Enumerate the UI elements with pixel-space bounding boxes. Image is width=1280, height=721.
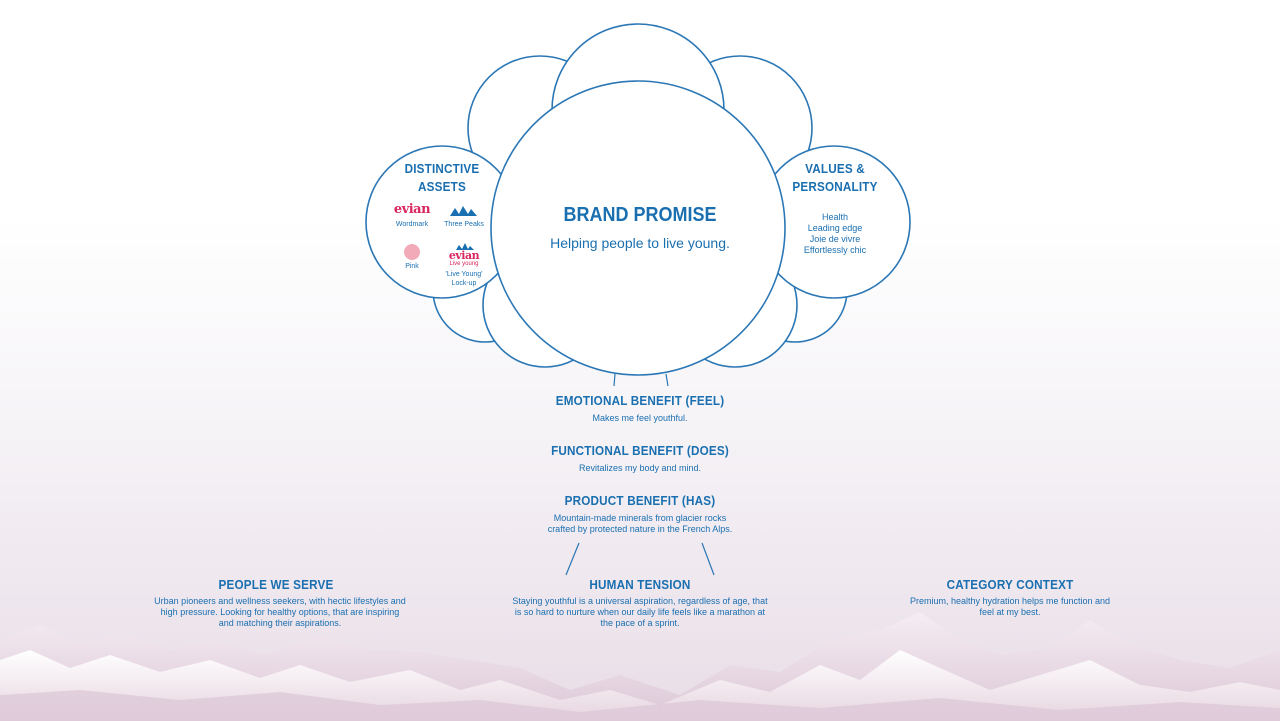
- brand-promise-text: Helping people to live young.: [550, 235, 730, 251]
- three-peaks-caption: Three Peaks: [444, 221, 484, 228]
- people-we-serve-title: PEOPLE WE SERVE: [218, 577, 334, 592]
- values-personality-title: VALUES & PERSONALITY: [792, 161, 878, 194]
- human-tension-text: Staying youthful is a universal aspirati…: [512, 596, 768, 628]
- value-item: Leading edge: [807, 223, 863, 233]
- category-context-title: CATEGORY CONTEXT: [946, 577, 1074, 592]
- connector-right-top: [665, 373, 669, 387]
- distinctive-assets-title: DISTINCTIVE ASSETS: [404, 161, 480, 194]
- value-item: Effortlessly chic: [803, 245, 867, 255]
- connector-left-top: [613, 373, 616, 387]
- brand-promise-title: BRAND PROMISE: [563, 204, 717, 226]
- emotional-benefit-text: Makes me feel youthful.: [592, 413, 688, 423]
- lockup-caption: 'Live Young' Lock-up: [445, 271, 483, 287]
- evian-wordmark-logo: evian: [393, 202, 431, 217]
- pink-swatch: [404, 244, 420, 260]
- category-context-text: Premium, healthy hydration helps me func…: [909, 596, 1111, 617]
- live-young-lockup-logo: evian: [448, 249, 480, 262]
- pink-caption: Pink: [405, 263, 419, 270]
- lockup-peaks-icon: [456, 243, 474, 250]
- value-item: Health: [821, 212, 848, 222]
- product-benefit-text: Mountain-made minerals from glacier rock…: [547, 513, 733, 534]
- people-we-serve-text: Urban pioneers and wellness seekers, wit…: [154, 596, 406, 628]
- connector-left-bottom: [565, 542, 580, 576]
- emotional-benefit-title: EMOTIONAL BENEFIT (FEEL): [555, 393, 725, 408]
- values-list: Health Leading edge Joie de vivre Effort…: [780, 212, 890, 256]
- functional-benefit-text: Revitalizes my body and mind.: [578, 463, 702, 473]
- wordmark-caption: Wordmark: [395, 221, 429, 228]
- brand-promise-circle: [490, 80, 786, 376]
- three-peaks-icon: [450, 206, 477, 216]
- mountain-shadow: [0, 690, 1280, 721]
- human-tension-title: HUMAN TENSION: [589, 577, 691, 592]
- product-benefit-title: PRODUCT BENEFIT (HAS): [564, 493, 716, 508]
- connector-right-bottom: [701, 542, 715, 576]
- functional-benefit-title: FUNCTIONAL BENEFIT (DOES): [551, 443, 729, 458]
- value-item: Joie de vivre: [809, 234, 861, 244]
- live-young-logo-sub: Live young: [449, 261, 479, 267]
